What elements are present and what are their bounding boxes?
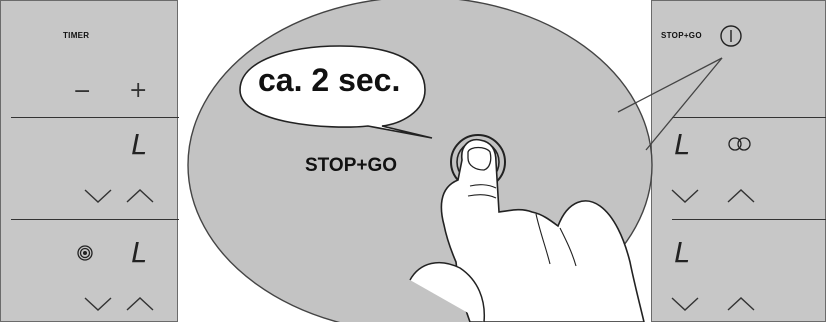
- callout-line-bottom: [646, 58, 722, 150]
- callout-duration-text: ca. 2 sec.: [258, 62, 400, 99]
- stopgo-button-label: STOP+GO: [305, 155, 397, 177]
- callout-line-top: [618, 58, 722, 112]
